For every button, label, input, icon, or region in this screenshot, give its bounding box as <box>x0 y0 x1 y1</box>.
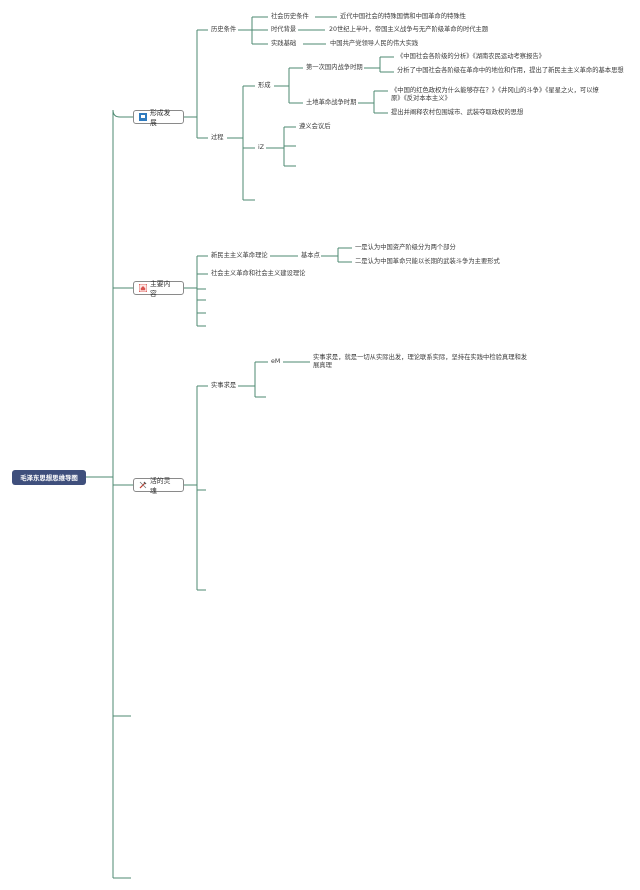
branch-content[interactable]: 主要内容 <box>133 280 184 298</box>
flag-icon <box>139 113 147 121</box>
branch-content-label: 主要内容 <box>150 280 171 298</box>
root-label: 毛泽东思想思维导图 <box>20 474 78 482</box>
node-basic-item2[interactable]: 二是认为中国革命只能以长期的武装斗争为主要形式 <box>355 258 500 265</box>
node-em[interactable]: eM <box>271 358 281 365</box>
node-land-war-item2[interactable]: 提出并阐释农村包围城市、武装夺取政权的思想 <box>391 109 524 116</box>
branch-soul-label: 活的灵魂 <box>150 477 171 495</box>
node-history[interactable]: 历史条件 <box>211 26 237 33</box>
node-basic-item1[interactable]: 一是认为中国资产阶级分为两个部分 <box>355 244 456 251</box>
node-process[interactable]: 过程 <box>211 134 224 141</box>
home-icon <box>138 283 148 293</box>
node-srsq[interactable]: 实事求是 <box>211 382 237 389</box>
branch-formation[interactable]: 形成发展 <box>133 109 184 127</box>
node-practice-detail[interactable]: 中国共产党领导人民的伟大实践 <box>330 40 419 47</box>
node-sr-theory[interactable]: 社会主义革命和社会主义建设理论 <box>211 270 306 277</box>
node-first-war-item2[interactable]: 分析了中国社会各阶级在革命中的地位和作用，提出了新民主主义革命的基本思想 <box>397 67 624 74</box>
node-land-war-item1[interactable]: 《中国的红色政权为什么能够存在？》《井冈山的斗争》《星星之火，可以燎原》《反对本… <box>391 87 599 102</box>
node-basic-points[interactable]: 基本点 <box>301 252 320 259</box>
node-land-war[interactable]: 土地革命战争时期 <box>306 99 357 106</box>
node-form[interactable]: 形成 <box>258 82 271 89</box>
node-social-detail[interactable]: 近代中国社会的特殊国情和中国革命的特殊性 <box>340 13 466 20</box>
node-era-detail[interactable]: 20世纪上半叶，帝国主义战争与无产阶级革命的时代主题 <box>329 26 489 33</box>
node-first-war[interactable]: 第一次国内战争时期 <box>306 64 363 71</box>
node-practice[interactable]: 实践基础 <box>271 40 297 47</box>
tools-icon <box>139 481 147 489</box>
node-develop[interactable]: iZ <box>258 144 265 151</box>
node-em-detail[interactable]: 实事求是，就是一切从实际出发，理论联系实际，坚持在实践中检验真理和发展真理 <box>313 354 528 369</box>
node-nd-theory[interactable]: 新民主主义革命理论 <box>211 252 268 259</box>
node-social[interactable]: 社会历史条件 <box>271 13 309 20</box>
branch-soul[interactable]: 活的灵魂 <box>133 477 184 495</box>
branch-formation-label: 形成发展 <box>150 109 171 127</box>
node-zunyi[interactable]: 遵义会议后 <box>299 123 331 130</box>
node-first-war-item1[interactable]: 《中国社会各阶级的分析》《湖南农民运动考察报告》 <box>397 53 545 60</box>
node-era[interactable]: 时代背景 <box>271 26 297 33</box>
root-node[interactable]: 毛泽东思想思维导图 <box>12 470 86 485</box>
